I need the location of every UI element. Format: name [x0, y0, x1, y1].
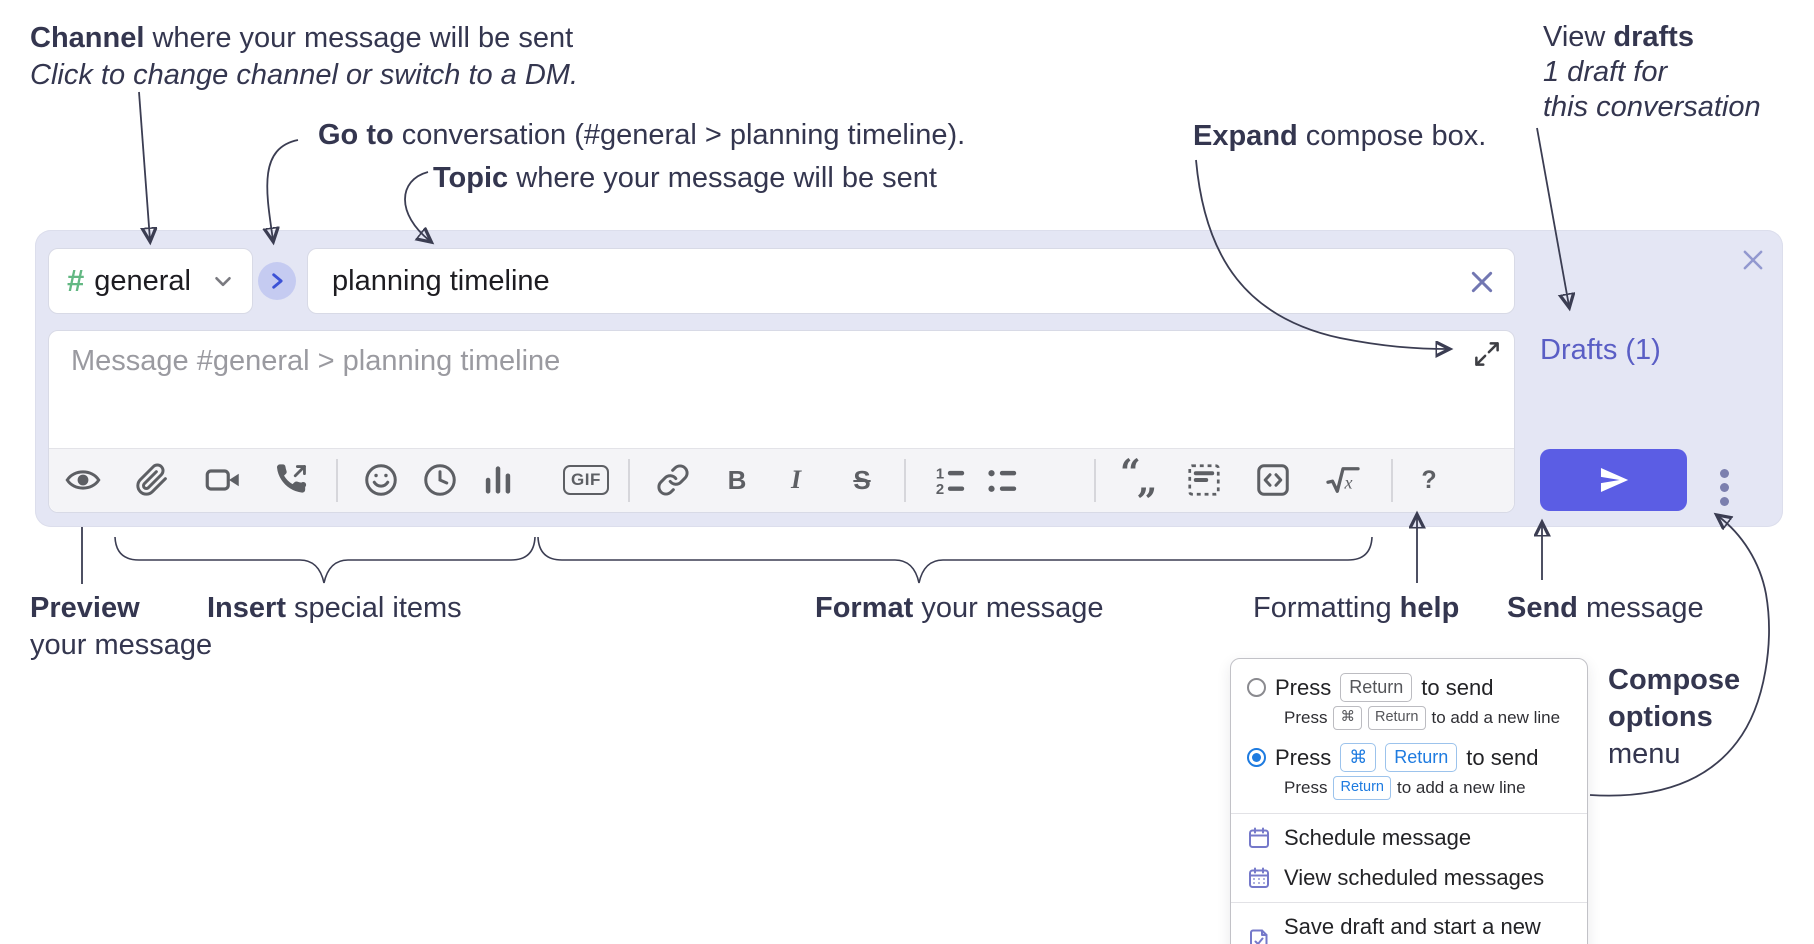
toolbar-separator: [336, 459, 338, 502]
clear-topic-button[interactable]: [1464, 264, 1500, 300]
option-cmd-return-to-send[interactable]: Press ⌘ Return to send: [1231, 739, 1587, 774]
chevron-down-icon: [215, 276, 231, 287]
expand-compose-button[interactable]: [1472, 339, 1502, 369]
svg-text:2: 2: [936, 482, 944, 497]
toolbar-separator: [628, 459, 630, 502]
cmd-keycap: ⌘: [1340, 743, 1377, 772]
return-keycap: Return: [1367, 706, 1426, 730]
send-button[interactable]: [1540, 449, 1687, 511]
channel-name: general: [94, 264, 191, 297]
menu-item-label: Save draft and start a new message: [1284, 914, 1541, 944]
menu-item-label: Schedule message: [1284, 825, 1472, 850]
video-clip-icon[interactable]: [205, 462, 241, 498]
compose-box: # general planning timeline: [35, 230, 1783, 527]
option-text: Press: [1275, 744, 1332, 770]
code-block-icon[interactable]: [1255, 462, 1291, 498]
annotation-topic: Topic where your message will be sent: [433, 162, 937, 194]
menu-item-view-scheduled[interactable]: View scheduled messages: [1231, 858, 1587, 898]
formula-icon[interactable]: x: [1325, 462, 1361, 498]
toolbar-separator: [1391, 459, 1393, 502]
menu-item-schedule-message[interactable]: Schedule message: [1231, 818, 1587, 858]
recent-clock-icon[interactable]: [422, 462, 458, 498]
compose-options-button[interactable]: [1707, 456, 1741, 518]
send-icon: [1600, 467, 1628, 493]
annotation-expand: Expand compose box.: [1193, 120, 1487, 152]
annotation-format: Format your message: [815, 592, 1104, 624]
menu-divider: [1231, 902, 1587, 903]
cmd-keycap: ⌘: [1333, 706, 1362, 730]
toolbar-separator: [904, 459, 906, 502]
return-keycap: Return: [1333, 776, 1391, 800]
drafts-link[interactable]: Drafts (1): [1540, 334, 1661, 366]
topic-input[interactable]: planning timeline: [307, 248, 1515, 314]
svg-text:x: x: [1344, 472, 1353, 492]
menu-divider: [1231, 813, 1587, 814]
bold-icon[interactable]: B: [727, 464, 747, 495]
annotation-compose-options: Compose options menu: [1608, 664, 1741, 770]
annotation-send: Send message: [1507, 592, 1704, 624]
option-text: to send: [1421, 674, 1494, 700]
italic-icon[interactable]: I: [790, 465, 802, 494]
bar-chart-icon[interactable]: [480, 462, 516, 498]
option-text: Press: [1275, 674, 1332, 700]
annotation-goto: Go to conversation (#general > planning …: [318, 119, 966, 151]
svg-text:1: 1: [936, 467, 944, 483]
formatting-help-button[interactable]: ?: [1421, 465, 1437, 494]
message-placeholder: Message #general > planning timeline: [71, 345, 561, 377]
save-draft-icon: [1250, 929, 1268, 944]
close-icon: [1471, 271, 1493, 293]
option-text: to send: [1466, 744, 1539, 770]
text-snippet-icon[interactable]: [1186, 462, 1222, 498]
toolbar-separator: [1094, 459, 1096, 502]
annotation-channel: Channel where your message will be sent …: [30, 22, 579, 91]
bulleted-list-icon[interactable]: [984, 462, 1020, 498]
expand-icon: [1475, 342, 1499, 366]
preview-eye-icon[interactable]: [65, 462, 101, 498]
kebab-dot: [1719, 468, 1729, 478]
attach-paperclip-icon[interactable]: [134, 462, 170, 498]
close-icon: [1743, 250, 1763, 270]
close-compose-button[interactable]: [1735, 242, 1771, 278]
kebab-dot: [1719, 482, 1729, 492]
return-keycap: Return: [1385, 743, 1458, 772]
goto-conversation-button[interactable]: [258, 262, 296, 300]
phone-call-icon[interactable]: [273, 462, 309, 498]
message-editor[interactable]: Message #general > planning timeline: [48, 330, 1515, 513]
calendar-icon: [1249, 827, 1269, 848]
radio-selected-icon[interactable]: [1247, 748, 1266, 767]
strikethrough-icon[interactable]: S: [853, 464, 871, 495]
option-cmd-return-to-send-hint: Press Return to add a new line: [1231, 774, 1587, 809]
radio-unselected-icon[interactable]: [1247, 678, 1266, 697]
return-keycap: Return: [1340, 673, 1413, 702]
annotation-preview: Preview your message: [30, 592, 213, 661]
annotation-insert: Insert special items: [207, 592, 462, 624]
emoji-icon[interactable]: [363, 462, 399, 498]
annotation-view-drafts: View drafts 1 draft for this conversatio…: [1543, 21, 1761, 123]
option-return-to-send-hint: Press ⌘ Return to add a new line: [1231, 704, 1587, 739]
annotation-formatting-help: Formatting help: [1253, 592, 1460, 624]
kebab-dot: [1719, 496, 1729, 506]
chevron-right-icon: [272, 273, 283, 289]
menu-item-label: View scheduled messages: [1284, 865, 1545, 890]
channel-selector-button[interactable]: # general: [48, 248, 253, 314]
calendar-grid-icon: [1249, 867, 1269, 888]
gif-icon[interactable]: GIF: [563, 465, 609, 495]
link-icon[interactable]: [655, 462, 691, 498]
compose-options-menu: Press Return to send Press ⌘ Return to a…: [1230, 658, 1588, 944]
menu-item-save-draft[interactable]: Save draft and start a new message: [1231, 907, 1587, 944]
channel-hash-icon: #: [67, 263, 85, 298]
option-return-to-send[interactable]: Press Return to send: [1231, 669, 1587, 704]
blockquote-icon[interactable]: “„: [1120, 452, 1158, 502]
topic-value: planning timeline: [332, 264, 550, 297]
